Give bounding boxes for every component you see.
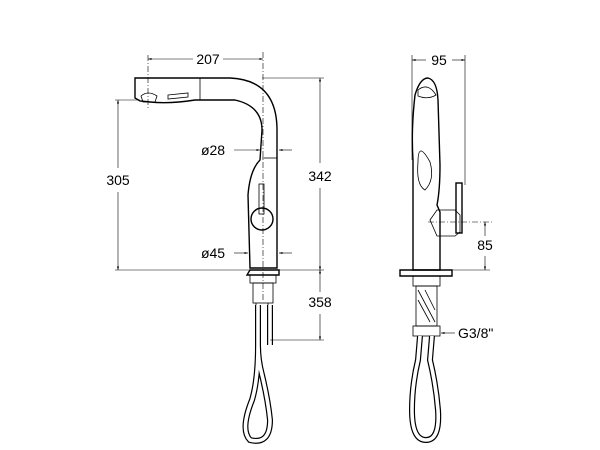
spout-outline bbox=[134, 77, 278, 269]
lever bbox=[455, 182, 463, 234]
dim-spout-reach: 207 bbox=[196, 51, 220, 67]
body-outline bbox=[411, 77, 441, 271]
dim-connection-thread: G3/8" bbox=[458, 325, 493, 341]
dim-hose-length: 358 bbox=[308, 294, 332, 310]
front-view: 207 305 342 358 ø28 ø45 bbox=[106, 51, 332, 444]
lever-hub bbox=[429, 209, 461, 237]
dim-spout-diameter: ø28 bbox=[201, 142, 225, 158]
side-view: 95 85 G3/8" bbox=[399, 52, 493, 444]
dim-body-diameter: ø45 bbox=[201, 245, 225, 261]
dim-total-height: 342 bbox=[308, 168, 332, 184]
lever-knob bbox=[250, 207, 274, 231]
dim-lever-height: 85 bbox=[477, 237, 493, 253]
spray-head bbox=[140, 92, 158, 103]
dim-spout-height: 305 bbox=[106, 172, 130, 188]
dim-side-width: 95 bbox=[431, 52, 447, 68]
